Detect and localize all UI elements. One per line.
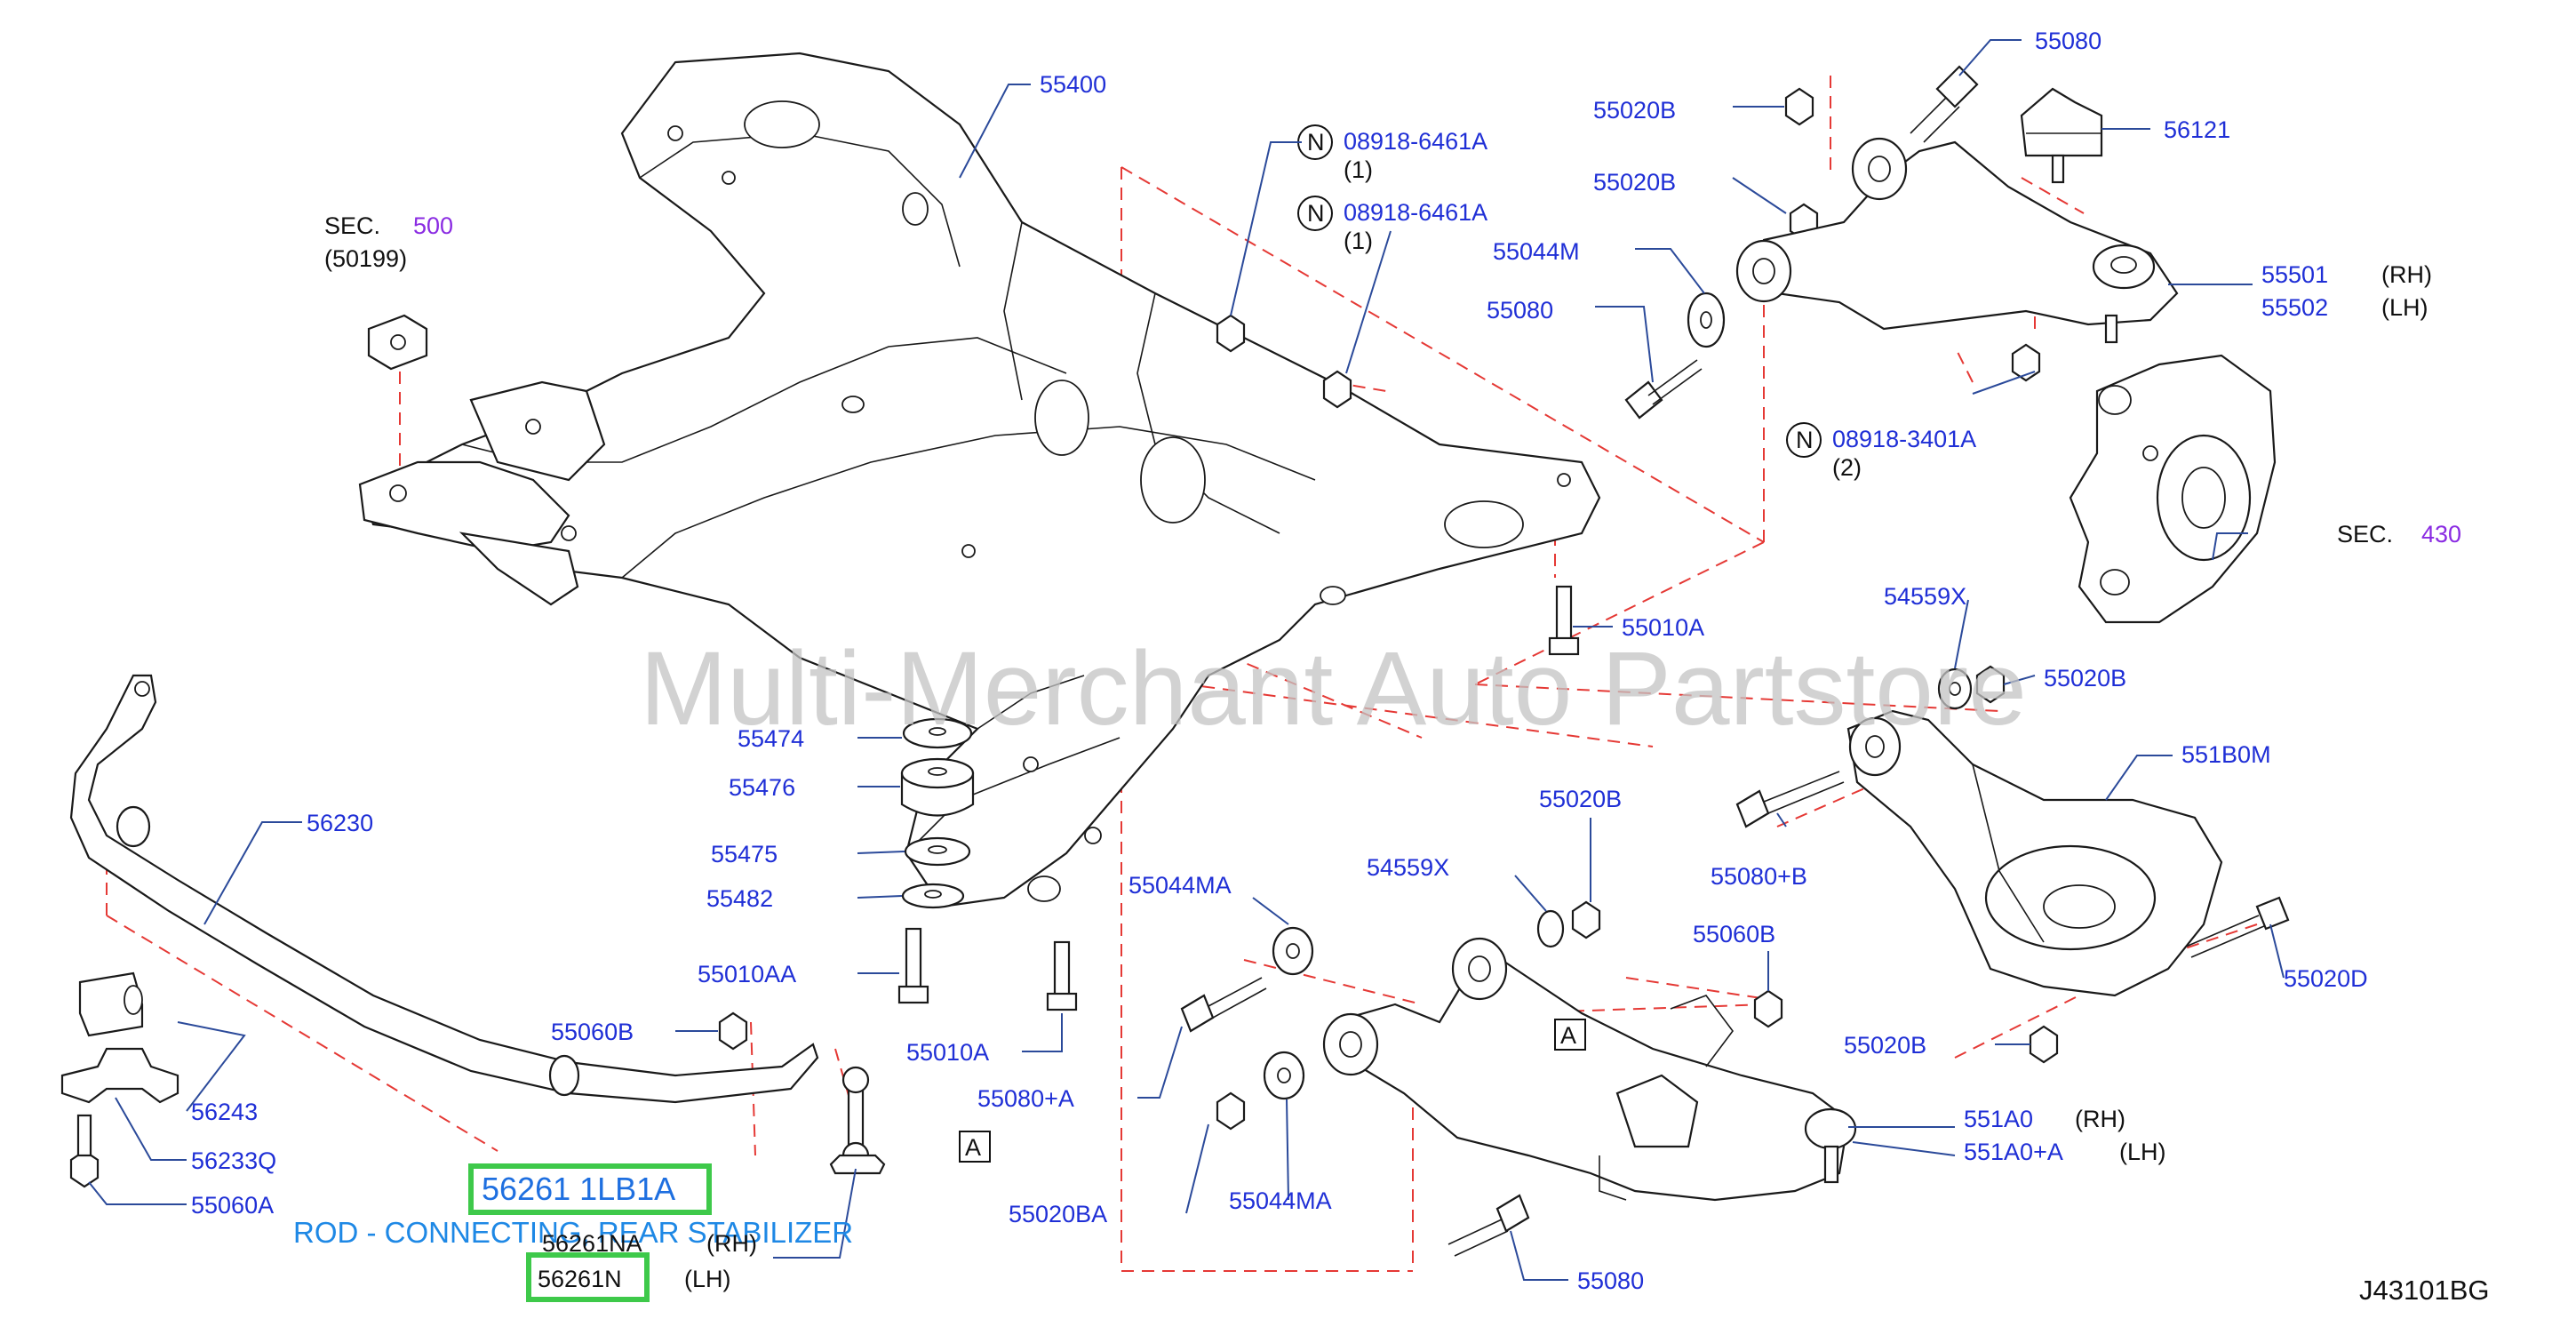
n-mark-3-symbol: N	[1796, 427, 1814, 453]
highlight-box-main	[468, 1163, 712, 1215]
label-56233Q[interactable]: 56233Q	[191, 1147, 276, 1174]
label-56243[interactable]: 56243	[191, 1099, 258, 1125]
ref-boxes	[959, 1019, 1586, 1163]
suspension-member-55400	[363, 52, 1601, 908]
sec-430-label: SEC.	[2337, 521, 2393, 548]
connecting-rod-56261	[829, 1066, 886, 1175]
member-left-bracket	[358, 380, 606, 606]
label-56230[interactable]: 56230	[307, 810, 373, 836]
n-mark-3-qty: (2)	[1832, 454, 1862, 481]
sec-500-sub: (50199)	[324, 245, 407, 272]
label-55044MA-1[interactable]: 55044MA	[1128, 872, 1232, 899]
highlight-callout: 56261 1LB1A ROD - CONNECTING, REAR STABI…	[293, 1163, 853, 1302]
label-55060A[interactable]: 55060A	[191, 1192, 274, 1219]
watermark: Multi-Merchant Auto Partstore	[640, 630, 2027, 747]
leader-lines	[88, 39, 2285, 1281]
label-55502[interactable]: 55502	[2261, 294, 2328, 321]
label-55060B-right[interactable]: 55060B	[1693, 921, 1775, 947]
label-55010A-right[interactable]: 55010A	[1622, 614, 1704, 641]
label-55060B-stab[interactable]: 55060B	[551, 1019, 634, 1045]
label-56121[interactable]: 56121	[2164, 116, 2230, 143]
highlight-rh-side: (RH)	[706, 1230, 757, 1257]
label-55020BA[interactable]: 55020BA	[1009, 1201, 1107, 1227]
axle-housing-sec430	[2069, 354, 2277, 624]
label-55482[interactable]: 55482	[706, 885, 773, 912]
bump-stop-50199	[367, 314, 428, 371]
part-labels: 55400 55080 56121 55020B 55020B 55044M 5…	[191, 28, 2432, 1294]
sec-500-label: SEC.	[324, 212, 380, 239]
label-551A0+A-side: (LH)	[2119, 1139, 2166, 1165]
highlight-description: ROD - CONNECTING, REAR STABILIZER	[293, 1216, 853, 1249]
label-55080-top[interactable]: 55080	[2035, 28, 2101, 54]
bumper-56121	[2020, 87, 2103, 184]
highlight-lh-side: (LH)	[684, 1266, 731, 1292]
label-551A0[interactable]: 551A0	[1964, 1106, 2033, 1132]
highlight-box-lh	[526, 1252, 650, 1302]
diagram-code: J43101BG	[2359, 1275, 2490, 1306]
label-54559X-top[interactable]: 54559X	[1884, 583, 1966, 610]
label-55400[interactable]: 55400	[1040, 71, 1106, 98]
n-mark-2-qty: (1)	[1344, 228, 1373, 254]
highlight-lh-part[interactable]: 56261N	[538, 1266, 622, 1292]
label-55010A-lower[interactable]: 55010A	[906, 1039, 989, 1066]
n-mark-1-part[interactable]: 08918-6461A	[1344, 128, 1487, 155]
label-55080-mid[interactable]: 55080	[1487, 297, 1553, 324]
n-mark-labels: N 08918-6461A (1) N 08918-6461A (1) N 08…	[1307, 128, 1976, 481]
n-mark-3	[1786, 422, 1822, 458]
label-551A0+A[interactable]: 551A0+A	[1964, 1139, 2063, 1165]
n-mark-symbols	[1297, 124, 1822, 458]
label-55020B-5[interactable]: 55020B	[1844, 1032, 1926, 1059]
label-55020B-1[interactable]: 55020B	[1593, 97, 1676, 124]
n-mark-2-part[interactable]: 08918-6461A	[1344, 199, 1487, 226]
label-54559X-lower[interactable]: 54559X	[1367, 854, 1449, 881]
sec-430-number[interactable]: 430	[2421, 521, 2461, 548]
fasteners	[69, 65, 2290, 1257]
label-55080+A[interactable]: 55080+A	[977, 1085, 1074, 1112]
stabilizer-bar-56230	[69, 674, 819, 1104]
label-55044MA-2[interactable]: 55044MA	[1229, 1187, 1332, 1214]
label-55020B-2[interactable]: 55020B	[1593, 169, 1676, 196]
label-55501-side: (RH)	[2381, 261, 2432, 288]
stabilizer-bushing-clamp	[60, 971, 179, 1104]
ref-a-1: A	[965, 1134, 981, 1161]
label-551A0-side: (RH)	[2075, 1106, 2125, 1132]
label-55475[interactable]: 55475	[711, 841, 778, 867]
lower-arm-551B0M	[1846, 709, 2223, 997]
ref-a-2: A	[1560, 1022, 1576, 1049]
n-mark-3-part[interactable]: 08918-3401A	[1832, 426, 1976, 452]
n-mark-2	[1297, 196, 1333, 231]
label-55020B-3[interactable]: 55020B	[2044, 665, 2126, 691]
label-55474[interactable]: 55474	[738, 725, 804, 752]
sec-500-number[interactable]: 500	[413, 212, 453, 239]
n-mark-1-qty: (1)	[1344, 156, 1373, 183]
label-55020B-4[interactable]: 55020B	[1539, 786, 1622, 812]
section-references: SEC. 500 (50199) SEC. 430	[324, 212, 2461, 548]
label-55476[interactable]: 55476	[729, 774, 795, 801]
label-55080+B[interactable]: 55080+B	[1711, 863, 1807, 890]
highlight-part-number[interactable]: 56261 1LB1A	[482, 1171, 675, 1207]
label-55010AA[interactable]: 55010AA	[698, 961, 796, 987]
label-55044M[interactable]: 55044M	[1493, 238, 1580, 265]
label-551B0M[interactable]: 551B0M	[2181, 741, 2271, 768]
label-55080-bottom[interactable]: 55080	[1577, 1267, 1644, 1294]
label-55020D[interactable]: 55020D	[2284, 965, 2368, 992]
n-mark-1-symbol: N	[1307, 129, 1325, 156]
upper-link-55501	[1735, 137, 2179, 344]
label-55501[interactable]: 55501	[2261, 261, 2328, 288]
label-55502-side: (LH)	[2381, 294, 2428, 321]
n-mark-2-symbol: N	[1307, 200, 1325, 227]
lower-arm-551A0	[1322, 937, 1857, 1202]
member-bushings	[900, 717, 975, 909]
